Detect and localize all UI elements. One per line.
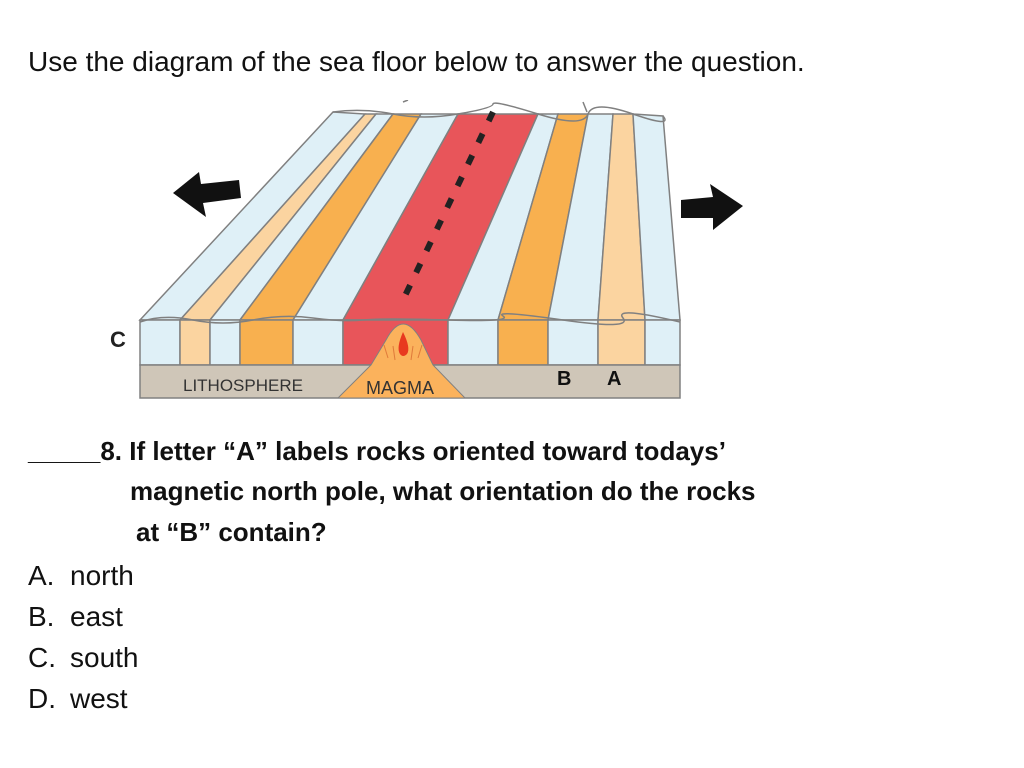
magma-chamber xyxy=(336,323,467,399)
ridge-dashed-line xyxy=(400,110,496,302)
ridge-right-line xyxy=(582,101,588,113)
choice-b: B.east xyxy=(28,601,123,632)
front-top-edge xyxy=(139,312,681,326)
choice-c: C.south xyxy=(28,642,139,673)
block-orange xyxy=(239,319,294,366)
question-line-1: _____8. If letter “A” labels rocks orien… xyxy=(28,434,726,468)
ridge-left-line xyxy=(402,100,409,103)
intro-text: Use the diagram of the sea floor below t… xyxy=(28,46,805,77)
block-light-blue xyxy=(292,319,344,366)
label-lithosphere: LITHOSPHERE xyxy=(183,376,303,395)
block-light-blue xyxy=(209,319,241,366)
block-tan xyxy=(597,319,646,366)
label-b: B xyxy=(557,368,571,390)
label-c: C xyxy=(110,327,126,352)
left-arrow-icon xyxy=(173,172,241,217)
sea-floor-front-face xyxy=(139,319,681,366)
choice-a: A.north xyxy=(28,560,134,591)
magma-rays xyxy=(383,344,423,361)
magma-drop xyxy=(398,332,409,356)
question-line-3: at “B” contain? xyxy=(136,517,327,547)
block-light-blue xyxy=(644,319,681,366)
label-a: A xyxy=(607,368,621,390)
label-magma: MAGMA xyxy=(366,378,434,398)
question-text-1: 8. If letter “A” labels rocks oriented t… xyxy=(100,436,726,466)
block-light-blue xyxy=(447,319,499,366)
block-light-blue xyxy=(547,319,599,366)
question-line-2: magnetic north pole, what orientation do… xyxy=(130,476,756,506)
choice-d: D.west xyxy=(28,683,128,714)
block-tan xyxy=(179,319,211,366)
sea-floor-diagram: C LITHOSPHERE MAGMA B A xyxy=(103,100,743,400)
block-orange xyxy=(497,319,549,366)
right-arrow-icon xyxy=(681,184,743,230)
surface-top-edge xyxy=(332,102,666,123)
block-light-blue xyxy=(139,319,181,366)
answer-blank: _____ xyxy=(28,436,101,466)
